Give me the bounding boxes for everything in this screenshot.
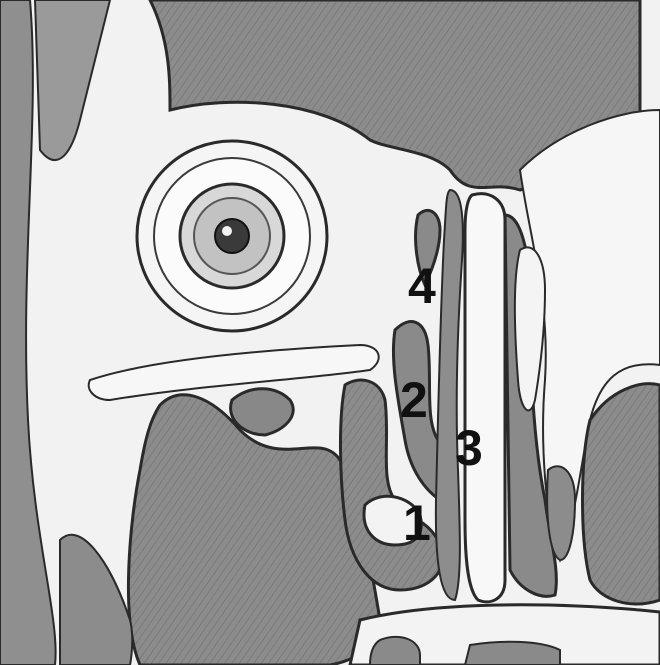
label-3: 3 xyxy=(455,420,483,476)
bottom-left-patch xyxy=(370,637,420,665)
pupil-highlight xyxy=(222,226,232,236)
label-1: 1 xyxy=(403,495,431,551)
nasal-septum xyxy=(465,194,505,602)
right-small-channel xyxy=(547,466,575,560)
ethmoid-cell xyxy=(231,389,294,435)
bottom-right-patch xyxy=(465,642,560,665)
right-lower-sinus xyxy=(583,384,660,604)
label-4: 4 xyxy=(408,258,436,314)
pupil xyxy=(215,219,249,253)
label-2: 2 xyxy=(400,372,428,428)
